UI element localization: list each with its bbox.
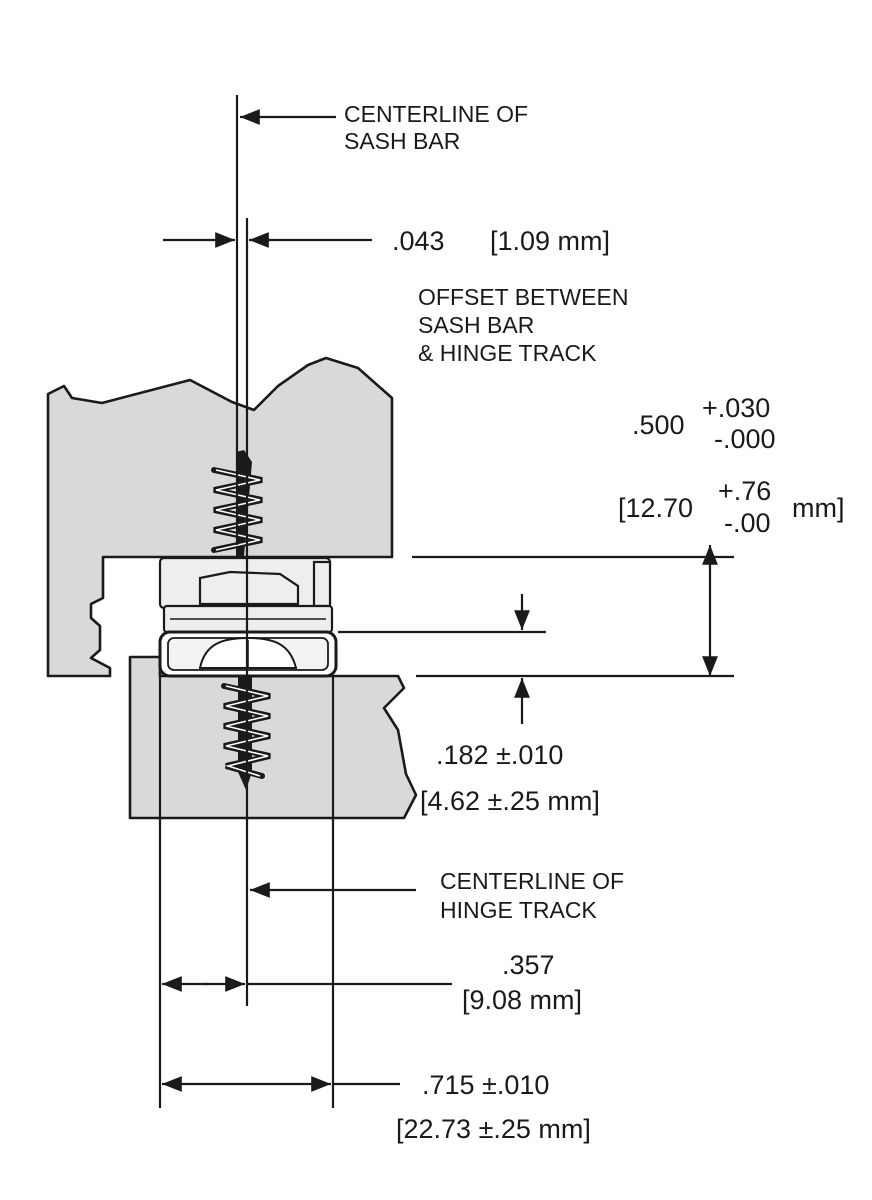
sash-bar-section	[46, 356, 394, 678]
offset-desc-line1: OFFSET BETWEEN	[418, 284, 628, 310]
half-width-mm: [9.08 mm]	[462, 985, 582, 1015]
height-tol-minus: -.000	[714, 424, 776, 454]
gap-mm: [4.62 ±.25 mm]	[420, 786, 600, 816]
offset-value: .043	[392, 226, 445, 256]
offset-mm: [1.09 mm]	[490, 226, 610, 256]
height-mm-close: mm]	[792, 493, 844, 523]
centerline-sash-label-line1: CENTERLINE OF	[344, 101, 528, 127]
centerline-hinge-label-line1: CENTERLINE OF	[440, 868, 624, 894]
height-tol-plus: +.030	[702, 393, 770, 423]
height-mm-tol-minus: -.00	[724, 508, 771, 538]
centerline-hinge-label-line2: HINGE TRACK	[440, 897, 597, 923]
half-width-value: .357	[502, 950, 555, 980]
hinge-track-block	[128, 655, 418, 820]
offset-desc-line2: SASH BAR	[418, 312, 534, 338]
height-value: .500	[632, 410, 685, 440]
width-mm: [22.73 ±.25 mm]	[396, 1114, 591, 1144]
centerline-sash-label-line2: SASH BAR	[344, 128, 460, 154]
offset-desc-line3: & HINGE TRACK	[418, 340, 597, 366]
height-mm-tol-plus: +.76	[718, 476, 771, 506]
gap-value: .182 ±.010	[436, 740, 563, 770]
width-value: .715 ±.010	[422, 1070, 549, 1100]
height-mm-open: [12.70	[618, 493, 693, 523]
